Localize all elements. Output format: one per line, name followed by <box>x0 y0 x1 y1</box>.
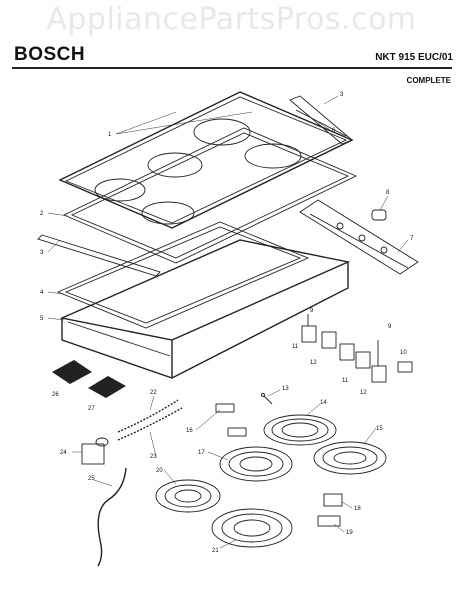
callout-21: 21 <box>212 548 219 554</box>
callout-9-left: 9 <box>310 308 314 314</box>
callout-4: 4 <box>40 290 44 296</box>
model-number: NKT 915 EUC/01 <box>375 52 453 63</box>
callout-27: 27 <box>88 406 95 412</box>
manual-booklets-part[interactable] <box>52 360 126 398</box>
control-knob-part[interactable] <box>371 209 387 221</box>
callout-10: 10 <box>400 350 407 356</box>
callout-9-right: 9 <box>388 324 392 330</box>
callout-2: 2 <box>40 211 44 217</box>
callout-14: 14 <box>320 400 327 406</box>
callout-1: 1 <box>108 132 112 138</box>
callout-13: 13 <box>282 386 289 392</box>
inner-frame-part[interactable] <box>56 221 310 329</box>
callout-11-right: 11 <box>342 378 349 384</box>
callout-19: 19 <box>346 530 353 536</box>
callout-6: 6 <box>332 128 336 134</box>
rotary-switches-part[interactable] <box>301 314 387 383</box>
limiter-19-part[interactable] <box>317 515 341 527</box>
watermark-text: AppliancePartsPros.com <box>46 2 417 37</box>
leader-lines <box>47 95 409 549</box>
callout-3-left: 3 <box>40 250 44 256</box>
rear-rail-part[interactable] <box>289 95 353 145</box>
sensor-part[interactable] <box>261 393 273 405</box>
power-cord-part[interactable] <box>97 467 127 567</box>
callout-12-right: 12 <box>360 390 367 396</box>
clip-16-part[interactable] <box>215 403 247 437</box>
callout-23: 23 <box>150 454 157 460</box>
callout-17: 17 <box>198 450 205 456</box>
callout-5: 5 <box>40 316 44 322</box>
control-panel-bar-part[interactable] <box>299 199 419 275</box>
header-rule <box>12 67 452 69</box>
brand-logo: BOSCH <box>14 44 86 65</box>
callout-18: 18 <box>354 506 361 512</box>
transformer-part[interactable] <box>81 437 109 465</box>
burner-17-part[interactable] <box>219 446 293 482</box>
callout-26: 26 <box>52 392 59 398</box>
housing-box-part[interactable] <box>59 239 351 379</box>
callout-11-left: 11 <box>292 344 299 350</box>
callout-8: 8 <box>386 190 390 196</box>
terminal-block-part[interactable] <box>397 361 413 373</box>
burner-20-part[interactable] <box>155 479 221 513</box>
burner-14-part[interactable] <box>263 414 337 446</box>
gasket-frame-part[interactable] <box>62 127 358 264</box>
diagram-subtitle: COMPLETE <box>406 76 451 85</box>
burner-21-part[interactable] <box>211 508 293 548</box>
callout-7: 7 <box>410 236 414 242</box>
callout-20: 20 <box>156 468 163 474</box>
trim-strip-part[interactable] <box>37 234 161 277</box>
callout-24: 24 <box>60 450 67 456</box>
callout-25: 25 <box>88 476 95 482</box>
burner-15-part[interactable] <box>313 441 387 475</box>
callout-22: 22 <box>150 390 157 396</box>
limiter-18-part[interactable] <box>323 493 343 507</box>
callout-3-right: 3 <box>340 92 344 98</box>
callout-12-left: 12 <box>310 360 317 366</box>
callout-16: 16 <box>186 428 193 434</box>
callout-15: 15 <box>376 426 383 432</box>
flex-hose-part[interactable] <box>117 399 183 441</box>
